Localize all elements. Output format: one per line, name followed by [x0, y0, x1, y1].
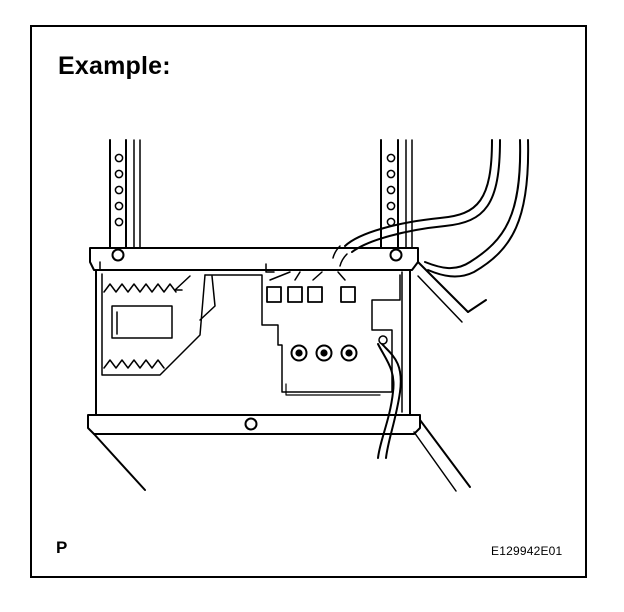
- wire-harness: [333, 140, 528, 276]
- figure-code: E129942E01: [491, 544, 563, 558]
- figure-frame: [30, 25, 587, 578]
- body-panel: [414, 262, 486, 491]
- right-mounting-bracket: [381, 140, 412, 248]
- corner-mark: P: [56, 538, 68, 557]
- left-mounting-bracket: [110, 140, 140, 248]
- figure-title: Example:: [58, 52, 171, 80]
- ecu-unit: [88, 248, 420, 490]
